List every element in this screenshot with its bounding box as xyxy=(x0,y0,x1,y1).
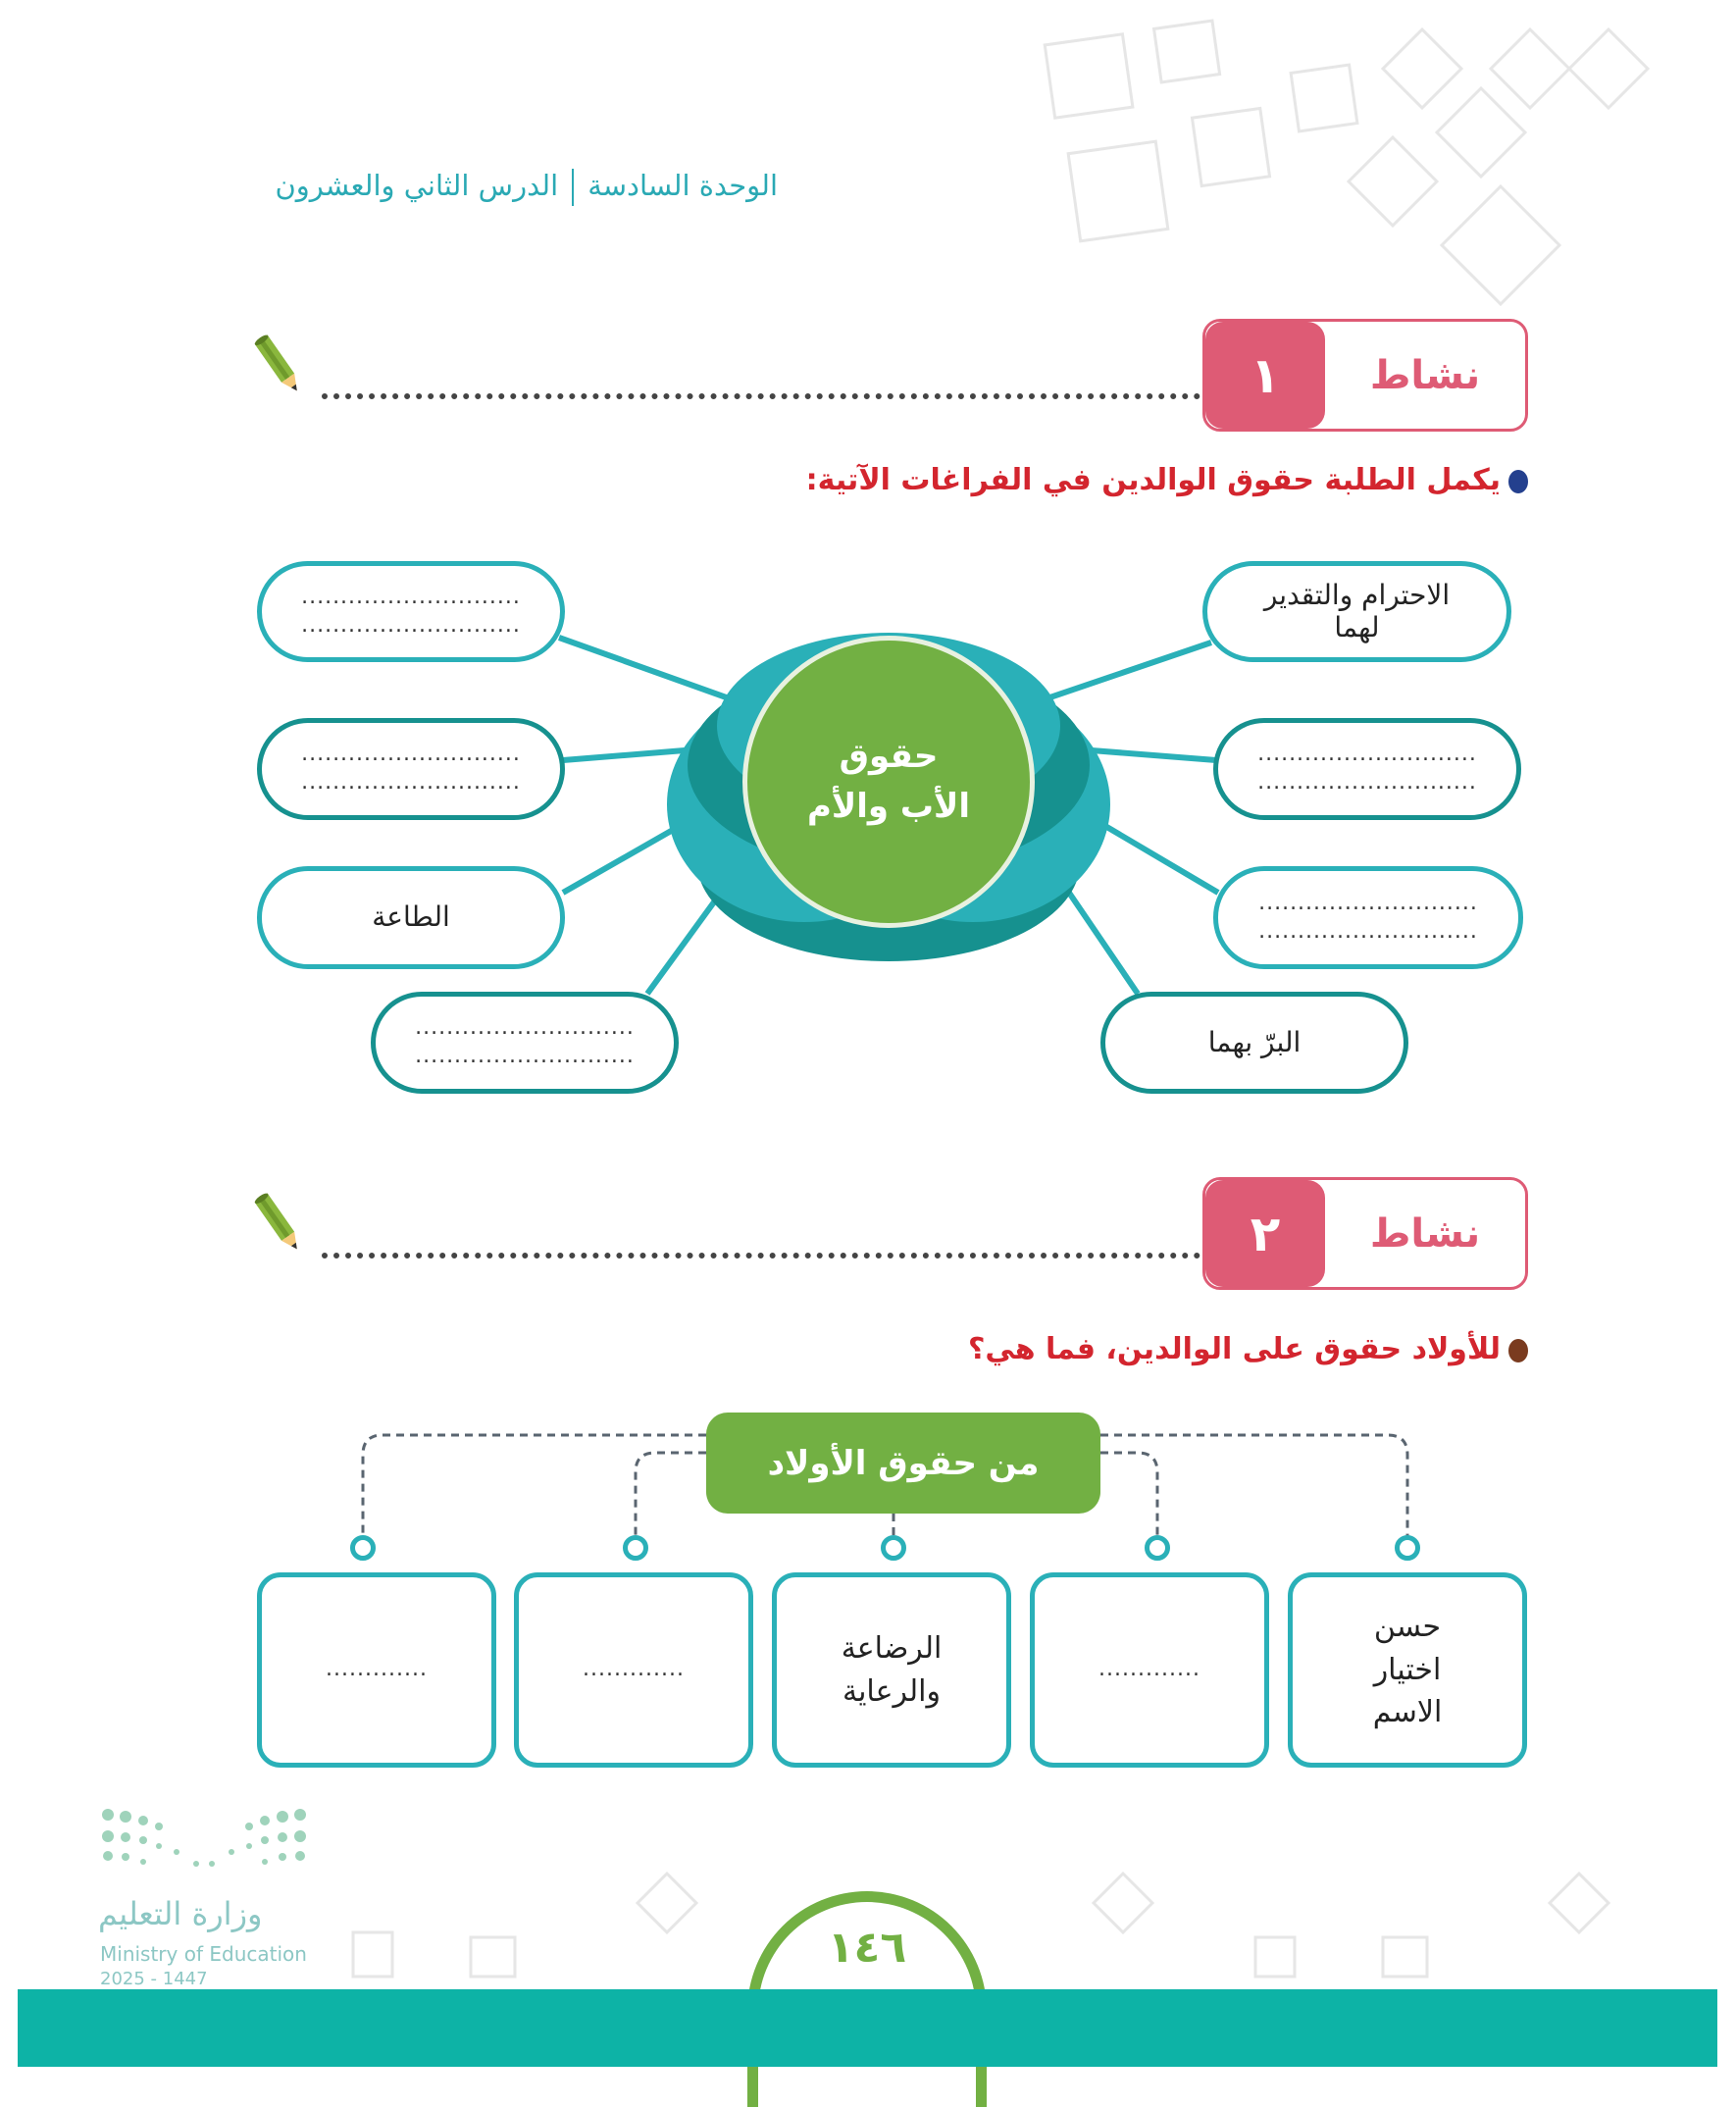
right-item-3-blank[interactable]: ............................ ...........… xyxy=(1213,866,1523,969)
blank-line[interactable]: ............................ xyxy=(301,612,521,638)
blank-line[interactable]: ............................ xyxy=(1257,770,1477,795)
blank-line[interactable]: ............................ xyxy=(301,742,521,767)
blank-line[interactable]: ............................ xyxy=(1257,742,1477,767)
pencil-icon xyxy=(254,1193,297,1250)
instruction-text: للأولاد حقوق على الوالدين، فما هي؟ xyxy=(967,1332,1501,1366)
box-text: حسن xyxy=(1373,1610,1442,1645)
right-item-4: البرّ بهما xyxy=(1100,992,1408,1094)
blank-line[interactable]: ............. xyxy=(1098,1657,1200,1682)
blank-line[interactable]: ............................ xyxy=(1258,890,1478,915)
ministry-name-en: Ministry of Education xyxy=(100,1942,307,1966)
child-right-box-4-blank[interactable]: ............. xyxy=(514,1572,753,1768)
activity-2-instruction: للأولاد حقوق على الوالدين، فما هي؟ xyxy=(968,1332,1528,1366)
tree-connectors xyxy=(361,1433,1409,1538)
activity-number: ١ xyxy=(1205,322,1325,429)
dotted-line xyxy=(322,1253,1200,1259)
activity-label: نشاط xyxy=(1369,352,1481,398)
box-text: اختيار xyxy=(1373,1652,1442,1687)
connector-node xyxy=(623,1535,648,1561)
box-text: والرعاية xyxy=(842,1673,941,1709)
child-right-box-1: حسن اختيار الاسم xyxy=(1288,1572,1527,1768)
left-item-4-blank[interactable]: ............................ ...........… xyxy=(371,992,679,1094)
left-item-1-blank[interactable]: ............................ ...........… xyxy=(257,561,565,662)
item-text: الاحترام والتقدير xyxy=(1263,579,1451,612)
child-right-box-5-blank[interactable]: ............. xyxy=(257,1572,496,1768)
edition-year: 2025 - 1447 xyxy=(100,1969,208,1989)
blank-line[interactable]: ............................ xyxy=(301,584,521,609)
pencil-icon xyxy=(254,334,297,391)
instruction-text: يكمل الطلبة حقوق الوالدين في الفراغات ال… xyxy=(805,463,1501,497)
left-item-3: الطاعة xyxy=(257,866,565,969)
activity-number: ٢ xyxy=(1205,1180,1325,1287)
left-item-2-blank[interactable]: ............................ ...........… xyxy=(257,718,565,820)
ministry-logo-icon xyxy=(102,1809,306,1867)
item-text: البرّ بهما xyxy=(1207,1025,1302,1058)
dotted-line xyxy=(322,393,1200,399)
lesson-title: الدرس الثاني والعشرون xyxy=(275,169,559,202)
child-right-box-3: الرضاعة والرعاية xyxy=(772,1572,1011,1768)
center-circle: حقوق الأب والأم xyxy=(742,636,1035,928)
bullet-icon xyxy=(1508,469,1528,493)
lesson-header: الوحدة السادسة الدرس الثاني والعشرون xyxy=(275,169,778,206)
connector-node xyxy=(1395,1535,1420,1561)
box-text: الرضاعة xyxy=(841,1631,943,1666)
right-item-1: الاحترام والتقدير لهما xyxy=(1202,561,1511,662)
activity-1-instruction: يكمل الطلبة حقوق الوالدين في الفراغات ال… xyxy=(806,463,1528,497)
child-right-box-2-blank[interactable]: ............. xyxy=(1030,1572,1269,1768)
box-text: الاسم xyxy=(1372,1695,1443,1730)
right-item-2-blank[interactable]: ............................ ...........… xyxy=(1213,718,1521,820)
activity-1-badge: ١ نشاط xyxy=(1202,319,1528,432)
item-text: لهما xyxy=(1334,610,1380,643)
item-text: الطاعة xyxy=(372,900,450,934)
unit-title: الوحدة السادسة xyxy=(587,169,778,202)
blank-line[interactable]: ............................ xyxy=(1258,918,1478,944)
footer-bar xyxy=(18,1989,1717,2067)
connector-node xyxy=(881,1535,906,1561)
connector-node xyxy=(1145,1535,1170,1561)
page-number: ١٤٦ xyxy=(827,1923,907,1973)
connector-node xyxy=(350,1535,376,1561)
blank-line[interactable]: ............. xyxy=(583,1657,685,1682)
activity-2-badge: ٢ نشاط xyxy=(1202,1177,1528,1290)
blank-line[interactable]: ............................ xyxy=(301,770,521,795)
root-label: من حقوق الأولاد xyxy=(706,1413,1100,1514)
blank-line[interactable]: ............. xyxy=(326,1657,428,1682)
blank-line[interactable]: ............................ xyxy=(415,1015,635,1041)
center-line-2: الأب والأم xyxy=(807,787,970,826)
activity-label: نشاط xyxy=(1369,1210,1481,1257)
blank-line[interactable]: ............................ xyxy=(415,1044,635,1068)
center-line-1: حقوق xyxy=(839,737,939,776)
header-divider xyxy=(572,169,575,206)
ministry-name-ar: وزارة التعليم xyxy=(98,1895,263,1932)
bullet-icon xyxy=(1508,1338,1528,1362)
